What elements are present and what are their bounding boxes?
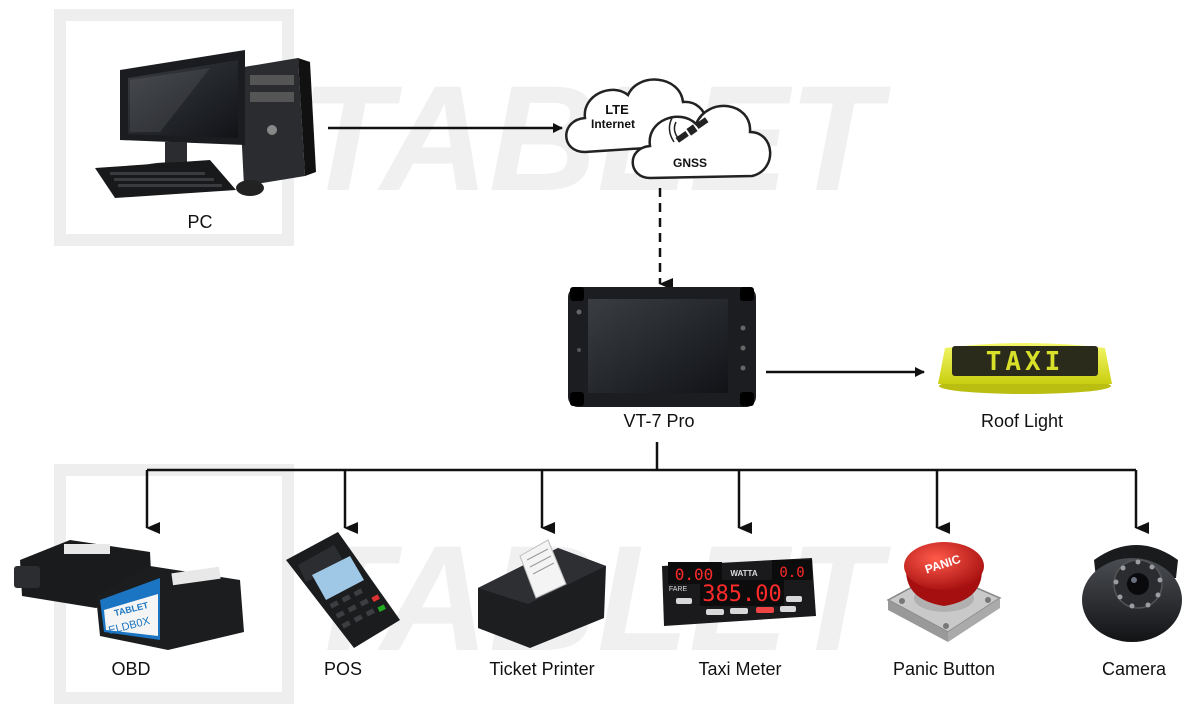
- watermark-top: TABLET: [54, 9, 892, 246]
- obd-label: OBD: [111, 659, 150, 679]
- obd-icon: TABLET ELDB0X: [14, 540, 244, 650]
- cloud-lte-line1: LTE: [605, 102, 629, 117]
- camera-icon: [1082, 545, 1182, 642]
- taxi-meter-icon: 0.00 0.0 FARE WATTA 385.00: [662, 558, 816, 626]
- satellite-icon: [675, 117, 709, 143]
- roof-light-icon: TAXI: [938, 343, 1112, 394]
- ticket-printer-label: Ticket Printer: [489, 659, 594, 679]
- taxi-meter-brand: WATTA: [730, 569, 757, 578]
- taxi-meter-label: Taxi Meter: [698, 659, 781, 679]
- cloud-gnss: GNSS: [631, 104, 772, 180]
- panic-button-label: Panic Button: [893, 659, 995, 679]
- cloud-gnss-label: GNSS: [673, 156, 707, 170]
- roof-light-label: Roof Light: [981, 411, 1063, 431]
- pc-label: PC: [187, 212, 212, 232]
- camera-label: Camera: [1102, 659, 1167, 679]
- cloud-lte-line2: Internet: [591, 117, 635, 131]
- taxi-meter-main-display: 385.00: [702, 582, 781, 607]
- tablet-label: VT-7 Pro: [623, 411, 694, 431]
- bus-lines: [147, 442, 1136, 472]
- taxi-meter-right-display: 0.0: [779, 565, 804, 581]
- tablet-icon: [568, 287, 756, 407]
- bus-arrows: [145, 470, 1149, 534]
- pos-label: POS: [324, 659, 362, 679]
- pc-icon: [95, 50, 316, 198]
- roof-light-sign-text: TAXI: [986, 347, 1065, 377]
- taxi-meter-left-display: 0.00: [675, 565, 714, 584]
- panic-button-icon: PANIC: [886, 542, 1002, 642]
- taxi-meter-fare-caption: FARE: [669, 586, 688, 593]
- ticket-printer-icon: [478, 539, 606, 648]
- pos-icon: [286, 532, 400, 648]
